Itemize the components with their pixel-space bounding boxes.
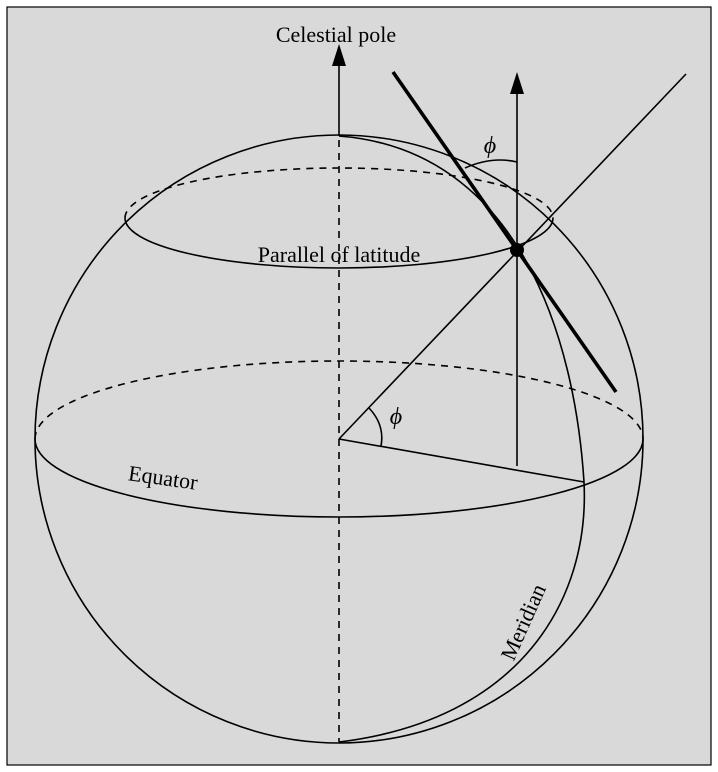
parallel-of-latitude-label: Parallel of latitude: [258, 242, 421, 267]
horizon-line: [391, 70, 618, 394]
celestial-pole-label: Celestial pole: [276, 22, 396, 47]
observer-point: [510, 243, 524, 257]
angle-arc-top: [464, 159, 518, 169]
vertical-arrowhead: [510, 72, 524, 94]
phi-top-label: ϕ: [484, 133, 496, 159]
radial-line: [338, 73, 687, 440]
angle-arc-center: [368, 407, 383, 447]
parallel-front-arc: [124, 217, 554, 269]
celestial-pole-arrowhead: [332, 44, 346, 66]
phi-center-label: ϕ: [390, 404, 402, 430]
diagram-panel: [6, 6, 712, 766]
equator-radius: [338, 438, 585, 483]
